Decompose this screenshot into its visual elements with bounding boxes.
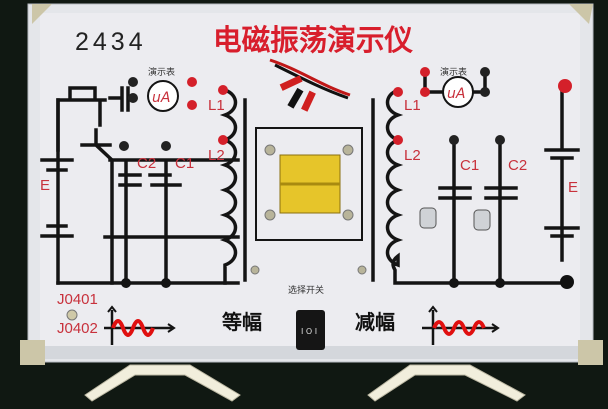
terminal[interactable]	[480, 67, 490, 77]
selector-caption: 选择开关	[288, 284, 324, 296]
terminal[interactable]	[495, 135, 505, 145]
left-c1-label: C1	[175, 155, 194, 172]
left-circuit-wiring	[40, 86, 247, 288]
terminal[interactable]	[161, 141, 171, 151]
model-number: 2434	[75, 28, 147, 56]
right-battery-label: E	[568, 179, 578, 196]
board-title: 电磁振荡演示仪	[213, 23, 413, 57]
right-meter-caption: 演示表	[440, 66, 467, 78]
right-meter-unit: uA	[447, 86, 465, 102]
left-battery-label: E	[40, 177, 50, 194]
jack-label-j0402: J0402	[57, 320, 98, 337]
right-circuit-wiring	[371, 70, 580, 288]
terminal[interactable]	[393, 135, 403, 145]
left-l2-label: L2	[208, 147, 225, 164]
right-l1-label: L1	[404, 97, 421, 114]
left-meter-unit: uA	[152, 90, 170, 106]
constant-amplitude-wave-icon	[104, 305, 176, 345]
mode-damped: 减幅	[355, 310, 395, 334]
stand-right	[367, 364, 526, 402]
terminal[interactable]	[560, 275, 574, 289]
stand-left	[84, 364, 241, 402]
damped-wave-icon	[422, 305, 500, 345]
terminal[interactable]	[218, 85, 228, 95]
left-l1-label: L1	[208, 97, 225, 114]
terminal[interactable]	[393, 87, 403, 97]
terminal[interactable]	[128, 93, 138, 103]
terminal[interactable]	[420, 67, 430, 77]
jack-label-j0401: J0401	[57, 291, 98, 308]
terminal[interactable]	[218, 135, 228, 145]
terminal[interactable]	[187, 77, 197, 87]
transformer-mount	[255, 127, 363, 241]
rocker-switch-icon[interactable]: I O I	[296, 310, 325, 350]
mode-constant-amplitude: 等幅	[222, 310, 262, 334]
right-c1-label: C1	[460, 157, 479, 174]
terminal[interactable]	[119, 141, 129, 151]
right-terminals[interactable]	[393, 67, 574, 289]
terminal[interactable]	[128, 77, 138, 87]
terminal[interactable]	[420, 87, 430, 97]
terminal[interactable]	[480, 87, 490, 97]
banana-plug-lead-icon[interactable]	[269, 58, 351, 112]
electrolytic-capacitors	[419, 207, 491, 231]
terminal[interactable]	[449, 135, 459, 145]
left-meter-caption: 演示表	[148, 66, 175, 78]
terminal[interactable]	[558, 79, 572, 93]
right-microammeter-icon	[442, 76, 474, 108]
switch-label: I O I	[301, 327, 317, 336]
left-c2-label: C2	[137, 155, 156, 172]
right-l2-label: L2	[404, 147, 421, 164]
left-terminals[interactable]	[119, 77, 228, 151]
toggle-jack[interactable]	[66, 309, 78, 321]
terminal[interactable]	[187, 100, 197, 110]
right-c2-label: C2	[508, 157, 527, 174]
left-microammeter-icon	[147, 80, 179, 112]
